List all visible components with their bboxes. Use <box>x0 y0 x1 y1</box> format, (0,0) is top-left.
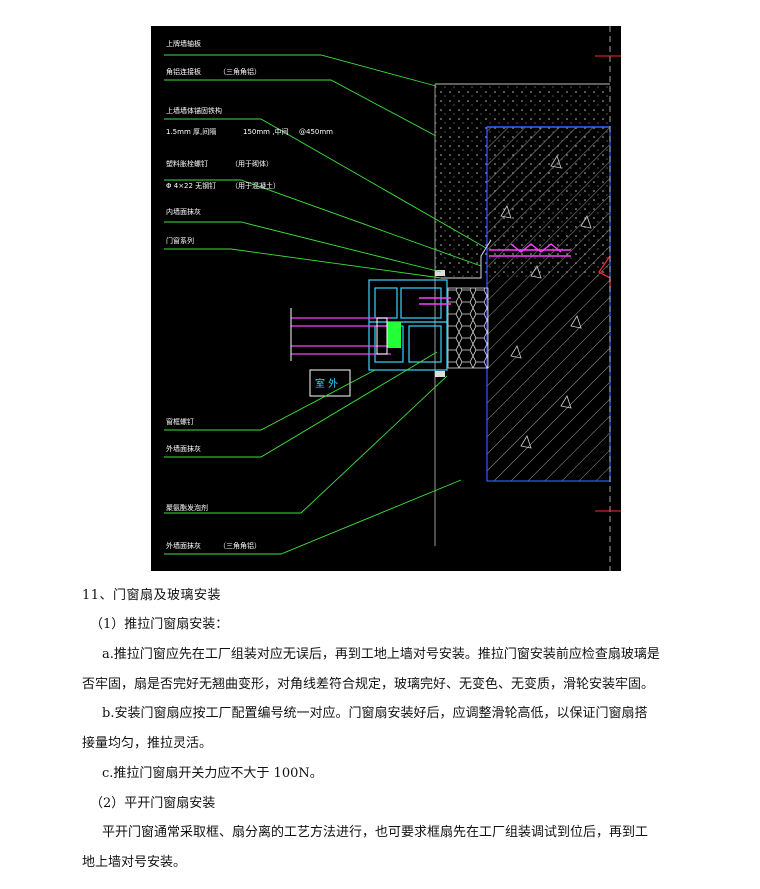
paragraph-line: 否牢固，扇是否完好无翘曲变形，对角线差符合规定，玻璃完好、无变色、无变质，滑轮安… <box>82 677 655 692</box>
drawing-label: 内墙面抹灰 <box>166 207 201 216</box>
paragraph-line: 接量均匀，推拉灵活。 <box>82 736 213 751</box>
drawing-label: （用于混凝土） <box>231 181 280 190</box>
foam-fill <box>448 288 488 368</box>
paragraph-line: c.推拉门窗扇开关力应不大于 100N。 <box>102 766 323 781</box>
drawing-label: （三角角铝） <box>219 541 261 550</box>
drawing-label: 角铝连接板 <box>166 67 201 76</box>
paragraph-line: 平开门窗通常采取框、扇分离的工艺方法进行，也可要求框扇先在工厂组装调试到位后，再… <box>102 825 649 840</box>
subsection-title: （2）平开门窗扇安装 <box>90 796 216 811</box>
anchor-bolt <box>489 243 571 257</box>
concrete-wall <box>487 127 610 481</box>
drawing-label: 塑料胀栓螺钉 <box>166 159 208 168</box>
subsection-title: （1）推拉门窗扇安装： <box>90 617 229 632</box>
drawing-label: 窗框螺钉 <box>166 417 194 426</box>
leader-lines <box>164 54 487 555</box>
drawing-label: （三角角铝） <box>219 67 261 76</box>
paragraph-line: 地上墙对号安装。 <box>82 855 187 870</box>
drawing-label: 门窗系列 <box>166 236 194 245</box>
drawing-label: 外墙面抹灰 <box>166 444 201 453</box>
paragraph-line: b.安装门窗扇应按工厂配置编号统一对应。门窗扇安装好后，应调整滑轮高低，以保证门… <box>102 706 648 721</box>
exterior-label: 室 外 <box>315 377 338 390</box>
cad-section-drawing: 室 外 上牌墙轴板 角铝连接板 （三角角铝） 上墙墙体锚固铁构 1.5mm 厚,… <box>151 26 621 571</box>
glass-pane <box>291 317 391 355</box>
section-title: 11、门窗扇及玻璃安装 <box>82 588 222 603</box>
drawing-label: Φ 4×22 无钢钉 <box>166 181 216 190</box>
drawing-label: 外墙面抹灰 <box>166 541 201 550</box>
drawing-label: 150mm ,中间 <box>243 127 288 136</box>
drawing-label: @450mm <box>299 128 333 136</box>
drawing-label: 聚氨酯发泡剂 <box>166 503 208 512</box>
paragraph-line: a.推拉门窗应先在工厂组装对应无误后，再到工地上墙对号安装。推拉门窗安装前应检查… <box>102 647 660 662</box>
drawing-label: 上牌墙轴板 <box>166 39 201 48</box>
drawing-label: 上墙墙体锚固铁构 <box>166 106 222 115</box>
drawing-label: 1.5mm 厚,间隔 <box>166 127 216 136</box>
drawing-label: （用于砌体） <box>231 159 273 168</box>
